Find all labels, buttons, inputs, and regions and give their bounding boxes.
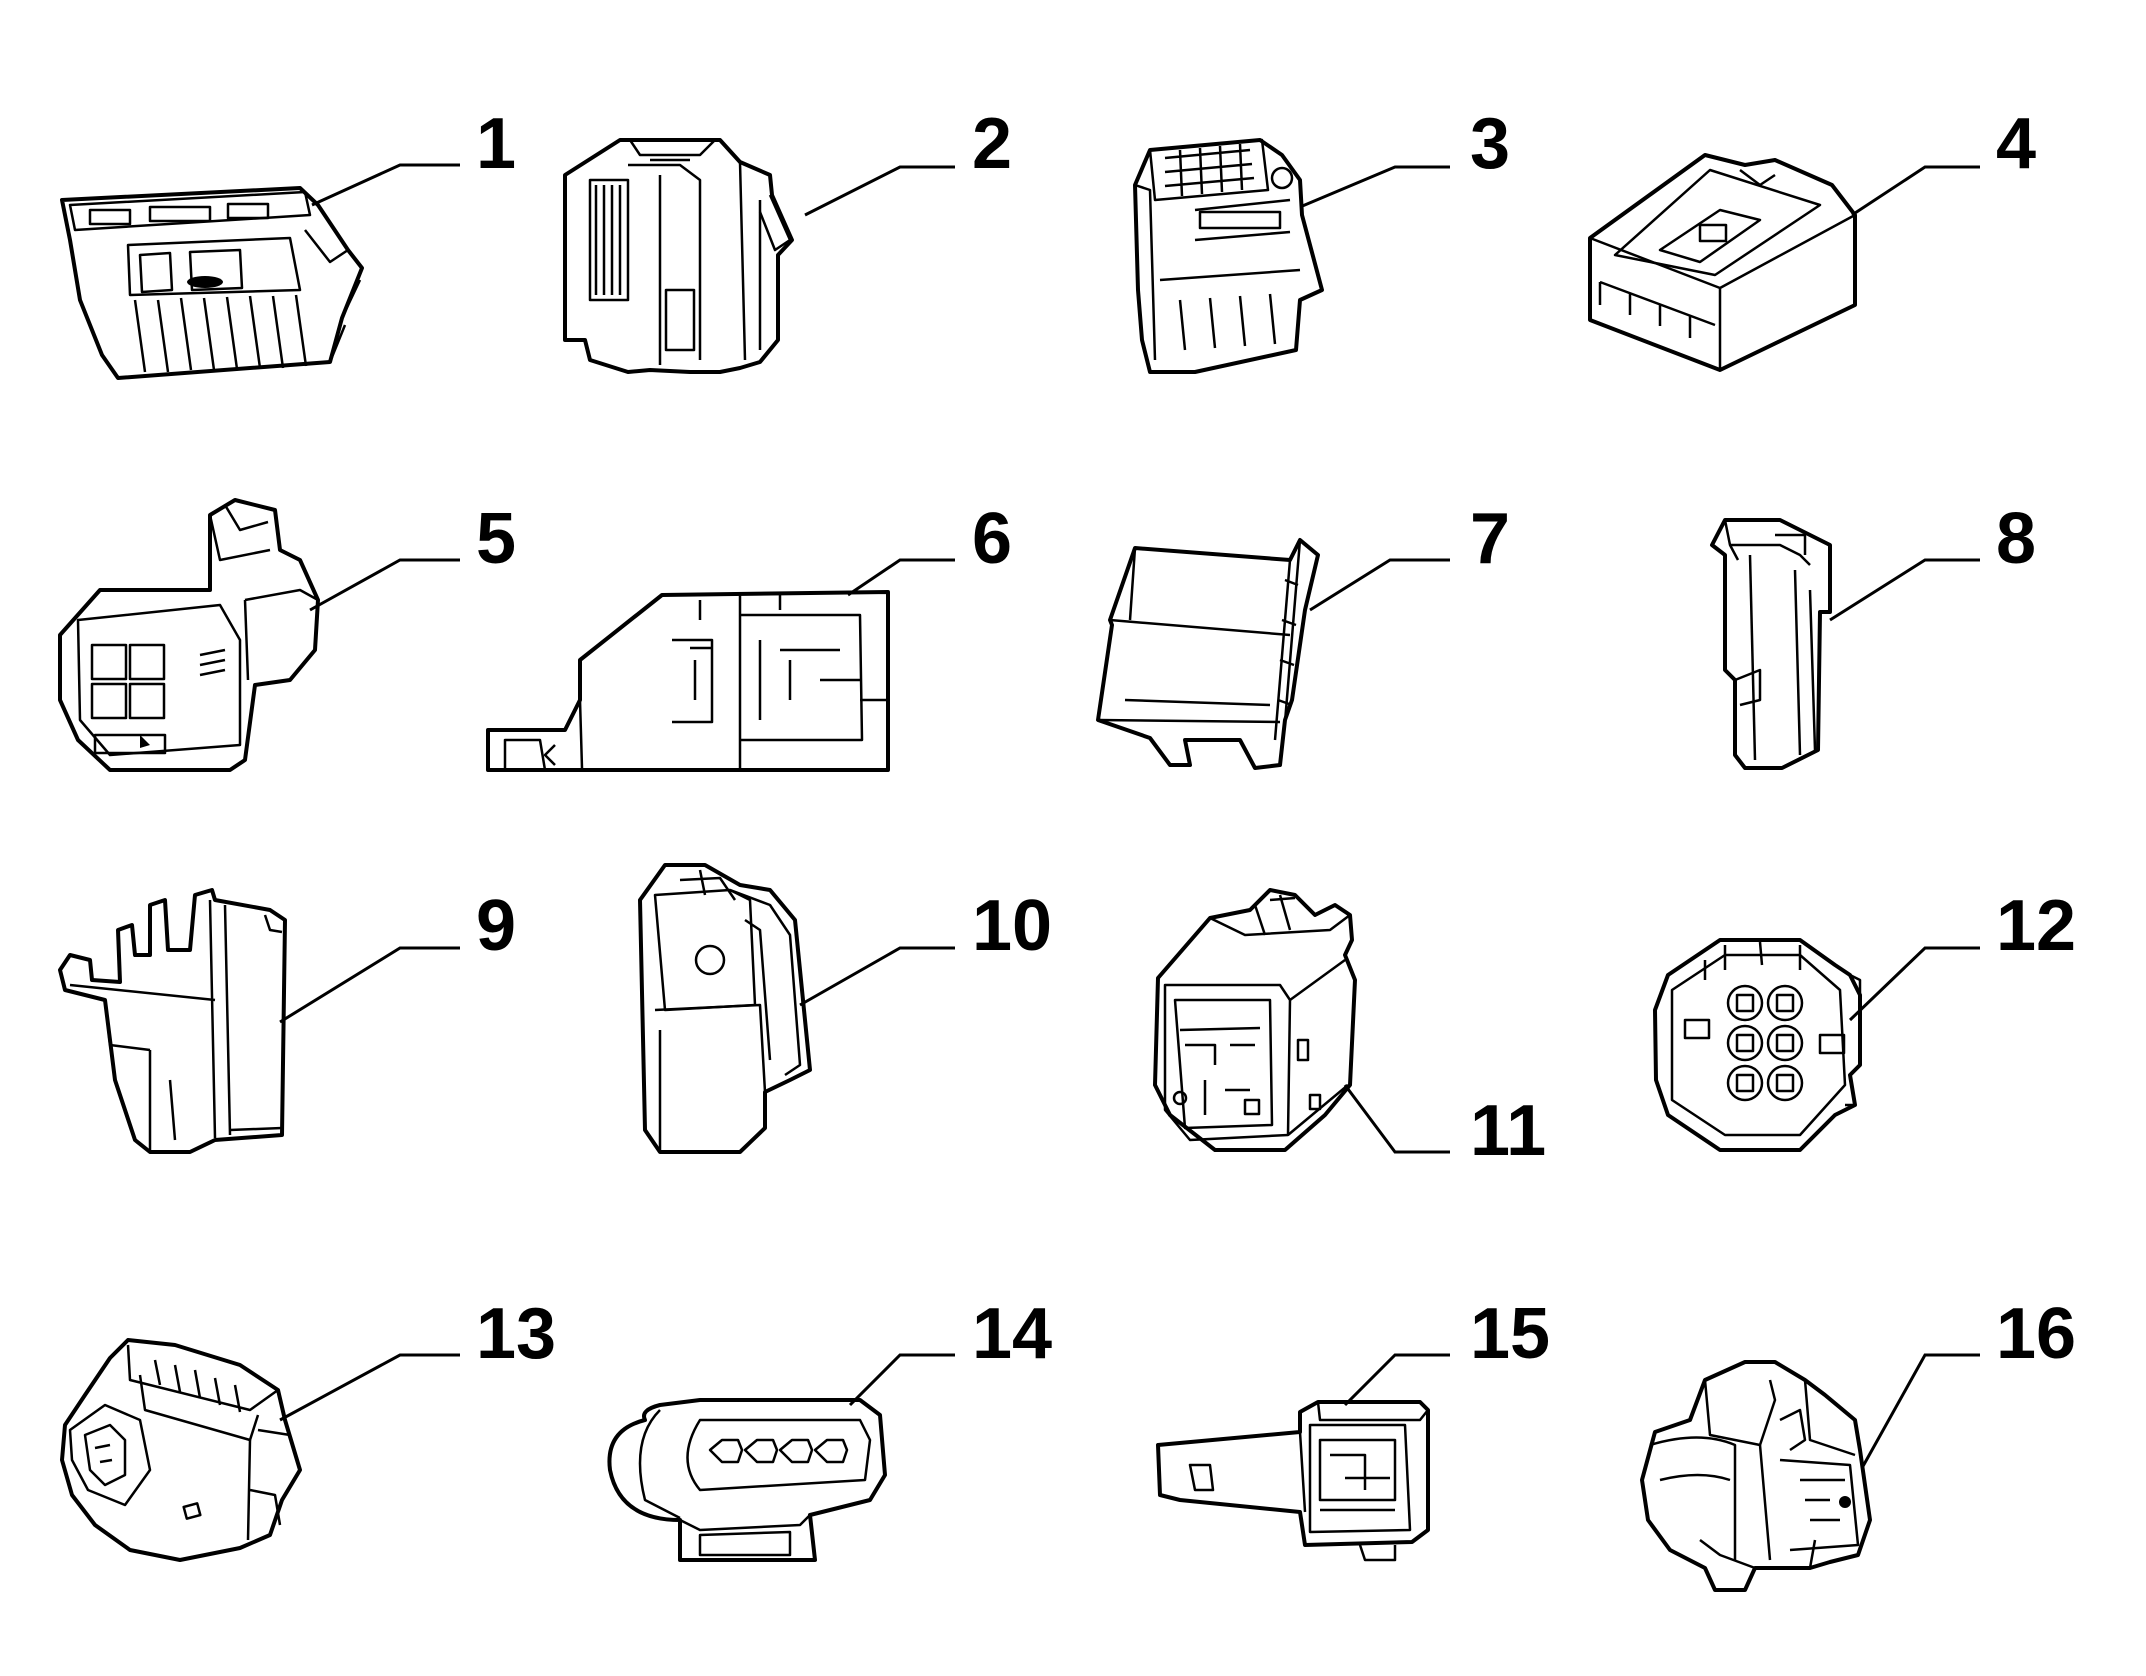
part-14-leader-line	[848, 1353, 955, 1407]
part-2-label: 2	[972, 104, 1012, 184]
part-16-leader-line	[1860, 1353, 1980, 1469]
part-3-leader-line	[1299, 165, 1450, 209]
part-5-label: 5	[476, 499, 516, 579]
part-3: 3	[1133, 104, 1510, 374]
part-6: 6	[486, 499, 1012, 772]
part-15-leader-line	[1343, 1353, 1450, 1407]
part-7-leader-line	[1309, 558, 1450, 612]
part-8-label: 8	[1996, 499, 2036, 579]
part-16-drawing	[1640, 1360, 1872, 1592]
part-1-leader-line	[311, 163, 460, 207]
part-7-drawing	[1096, 538, 1320, 770]
part-4-leader-line	[1851, 165, 1980, 217]
part-2-leader-line	[804, 165, 955, 217]
part-2-drawing	[563, 138, 794, 374]
part-2: 2	[563, 104, 1012, 374]
part-10: 10	[638, 863, 1052, 1154]
part-13: 13	[60, 1294, 556, 1562]
part-13-drawing	[60, 1338, 302, 1562]
part-11-drawing	[1153, 888, 1357, 1152]
part-9-leader-line	[279, 946, 460, 1024]
part-3-drawing	[1133, 138, 1324, 374]
part-12: 12	[1653, 886, 2076, 1152]
part-3-label: 3	[1470, 104, 1510, 184]
part-6-label: 6	[972, 499, 1012, 579]
part-10-drawing	[638, 863, 812, 1154]
part-8-drawing	[1710, 518, 1832, 770]
part-1: 1	[60, 104, 516, 380]
part-10-label: 10	[972, 886, 1052, 966]
part-16: 16	[1640, 1294, 2076, 1592]
part-11-label: 11	[1470, 1091, 1546, 1171]
part-14-drawing	[607, 1398, 887, 1562]
part-15: 15	[1156, 1294, 1550, 1562]
part-13-leader-line	[279, 1353, 460, 1422]
part-5: 5	[58, 498, 516, 772]
part-12-leader-line	[1848, 946, 1980, 1022]
part-8-leader-line	[1829, 558, 1980, 622]
part-9-drawing	[58, 888, 287, 1154]
part-4-label: 4	[1996, 104, 2036, 184]
part-16-label: 16	[1996, 1294, 2076, 1374]
part-10-leader-line	[799, 946, 955, 1007]
part-1-drawing	[60, 186, 364, 380]
part-14-label: 14	[972, 1294, 1052, 1374]
part-5-drawing	[58, 498, 320, 772]
part-6-leader-line	[847, 558, 955, 597]
part-4-drawing	[1588, 153, 1857, 372]
part-9-label: 9	[476, 886, 516, 966]
part-7: 7	[1096, 499, 1510, 770]
part-8: 8	[1710, 499, 2036, 770]
part-12-label: 12	[1996, 886, 2076, 966]
part-15-drawing	[1156, 1400, 1430, 1562]
part-4: 4	[1588, 104, 2036, 372]
part-14: 14	[607, 1294, 1052, 1562]
part-7-label: 7	[1470, 499, 1510, 579]
part-12-drawing	[1653, 938, 1862, 1152]
part-9: 9	[58, 886, 516, 1154]
part-13-label: 13	[476, 1294, 556, 1374]
part-11: 11	[1153, 888, 1546, 1171]
part-5-leader-line	[309, 558, 460, 612]
part-11-leader-line	[1343, 1084, 1450, 1154]
part-6-drawing	[486, 590, 890, 772]
part-15-label: 15	[1470, 1294, 1550, 1374]
part-1-label: 1	[476, 104, 516, 184]
